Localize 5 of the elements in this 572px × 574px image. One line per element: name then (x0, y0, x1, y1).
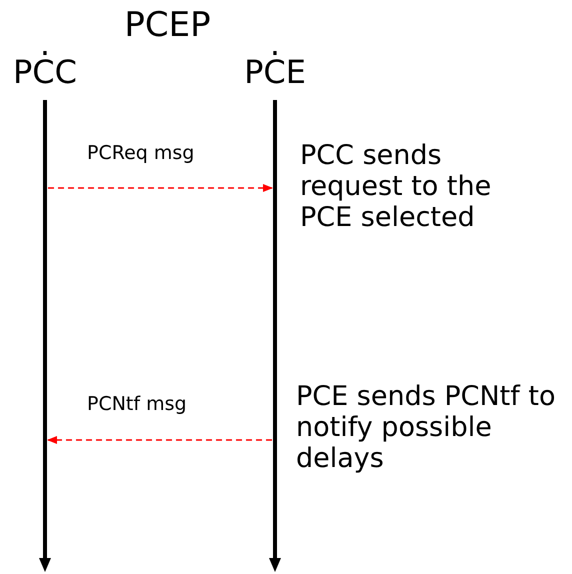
message-arrow (47, 436, 272, 444)
note-text: PCC sends request to the PCE selected (300, 140, 492, 234)
diagram-title: PCEP (123, 8, 212, 42)
message-arrow (48, 184, 273, 192)
note-text: PCE sends PCNtf to notify possible delays (296, 381, 556, 474)
